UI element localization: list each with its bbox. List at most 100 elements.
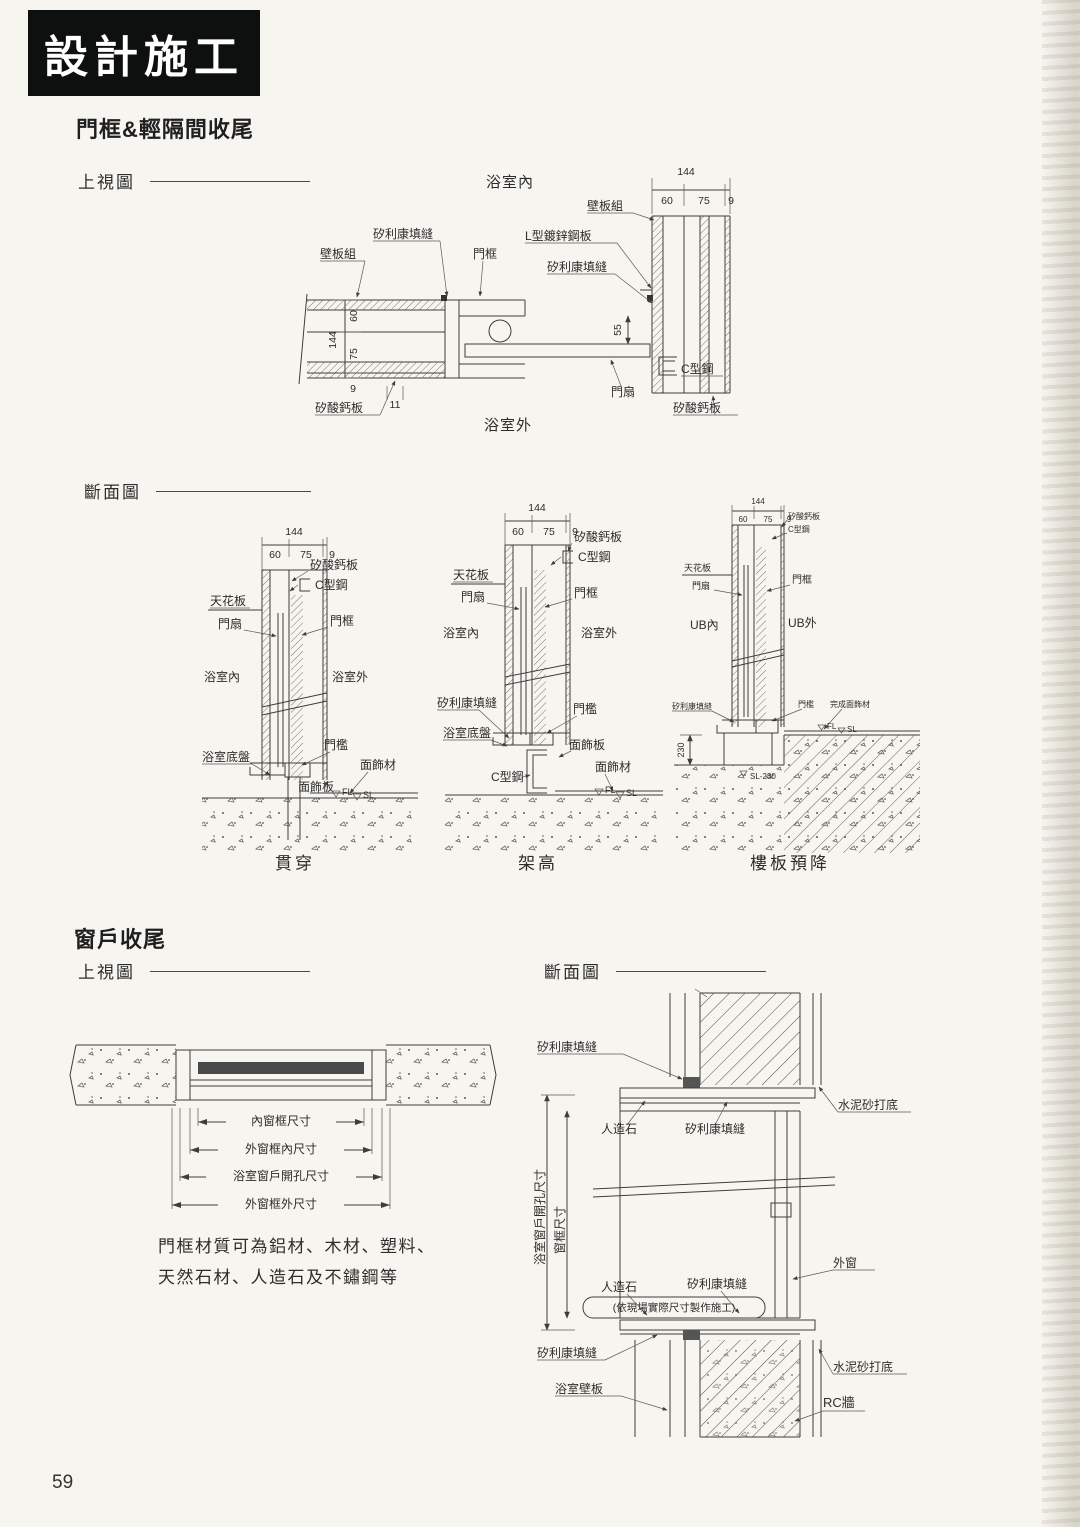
dim-144: 144 60 75 9	[504, 502, 578, 545]
label-bathroom-inside: 浴室內	[443, 625, 479, 640]
label-cement-base-top: 水泥砂打底	[838, 1097, 898, 1112]
label-bathroom-outside: 浴室外	[484, 417, 532, 434]
dim-144-tiny: 144 60 75 9	[731, 497, 792, 525]
door-section-rule	[156, 491, 311, 492]
svg-text:75: 75	[698, 195, 710, 207]
label-bathroom-outside: 浴室外	[581, 625, 617, 640]
svg-text:60: 60	[661, 195, 673, 207]
page-number: 59	[52, 1472, 74, 1493]
label-finish-surface: 完成面飾材	[830, 699, 870, 709]
label-wall-panel-right: 壁板組	[587, 198, 623, 213]
svg-text:9: 9	[329, 549, 335, 561]
label-threshold: 門檻	[573, 701, 597, 716]
svg-text:144: 144	[285, 526, 303, 538]
door-topview-rule	[150, 181, 310, 182]
label-ceiling: 天花板	[453, 567, 489, 582]
svg-text:9: 9	[728, 195, 734, 207]
window-sectionview-label: 斷面圖	[544, 963, 601, 982]
label-door-frame: 門框	[574, 586, 598, 600]
raised-floor: FL SL	[445, 732, 663, 851]
dim-144: 144 60 75 9	[261, 526, 335, 570]
label-door-leaf: 門扇	[218, 616, 242, 631]
door-section-drawing-raised: 144 60 75 9 矽酸鈣板 C型鋼 天花板	[437, 502, 663, 873]
label-threshold: 門檻	[324, 737, 348, 752]
label-calcium-left: 矽酸鈣板	[315, 400, 363, 415]
svg-text:75: 75	[300, 549, 312, 561]
svg-text:75: 75	[764, 515, 773, 524]
window-opening	[592, 1111, 836, 1318]
lowered-slab: 230 SL-230	[674, 719, 920, 853]
label-bathroom-inside: 浴室內	[204, 669, 240, 684]
dim-left-144: 144 60 75 9 11	[327, 299, 404, 411]
dim-inner-frame: 內窗框尺寸	[197, 1108, 365, 1128]
label-artificial-stone-bottom: 人造石	[601, 1280, 637, 1294]
svg-text:144: 144	[677, 166, 695, 178]
label-sl: SL	[363, 790, 374, 800]
svg-text:9: 9	[572, 526, 578, 538]
label-calcium-board: 矽酸鈣板	[574, 529, 622, 544]
section2-callouts: 矽酸鈣板 C型鋼 天花板 門扇 門框 浴室內 浴室外 矽利康填縫 門檻 浴室底盤…	[437, 529, 631, 792]
label-outer-frame-inner-dim: 外窗框內尺寸	[245, 1142, 317, 1156]
label-l-plate: L型鍍鋅鋼板	[525, 228, 592, 243]
label-sl-minus-230: SL-230	[750, 772, 776, 781]
right-wall-assembly	[651, 215, 731, 394]
label-ub-outside: UB外	[788, 616, 817, 630]
threshold-floor: FL SL	[202, 762, 418, 851]
c-steel-symbol	[658, 356, 677, 376]
label-fl: FL	[827, 722, 837, 731]
section3-callouts: 矽酸鈣板 C型鋼 天花板 門扇 門框 UB內 UB外 矽利康填縫 門檻 完成面飾…	[672, 511, 870, 734]
svg-text:55: 55	[612, 324, 624, 336]
svg-text:60: 60	[348, 310, 360, 322]
material-note-line1: 門框材質可為鋁材、木材、塑料、	[158, 1237, 436, 1256]
dim-right-144: 144 60 75 9	[651, 166, 734, 214]
label-threshold: 門檻	[798, 699, 814, 709]
window-section-title: 窗戶收尾	[74, 927, 167, 952]
svg-text:11: 11	[390, 399, 401, 411]
wall-assembly	[261, 569, 328, 780]
svg-text:144: 144	[528, 502, 546, 514]
label-ceiling: 天花板	[684, 562, 711, 573]
door-section-view-label: 斷面圖	[84, 483, 141, 502]
label-c-steel: C型鋼	[315, 578, 348, 592]
label-calcium-board: 矽酸鈣板	[788, 511, 820, 521]
rc-wall-top	[669, 988, 822, 1088]
svg-text:144: 144	[751, 497, 765, 506]
svg-text:60: 60	[269, 549, 281, 561]
left-wall-assembly	[298, 293, 445, 385]
label-sl: SL	[626, 788, 637, 798]
svg-text:9: 9	[787, 515, 792, 524]
label-c-steel-pedestal: C型鋼	[491, 770, 524, 784]
dim-opening-height: 浴室窗戶開孔尺寸	[532, 1169, 547, 1265]
window-topview-label: 上視圖	[78, 963, 135, 982]
label-wall-panel-left: 壁板組	[320, 246, 356, 261]
label-c-steel: C型鋼	[788, 524, 810, 534]
left-wall	[69, 1044, 176, 1106]
window-frame-plan	[175, 1049, 387, 1101]
material-note-line2: 天然石材、人造石及不鏽鋼等	[158, 1268, 399, 1287]
lower-callouts: 外窗 人造石 矽利康填縫 (依現場實際尺寸製作施工)	[582, 1256, 875, 1319]
svg-text:75: 75	[348, 348, 360, 360]
door-section-title: 門框&輕隔間收尾	[76, 117, 254, 142]
label-bathroom-outside: 浴室外	[332, 669, 368, 684]
door-topview-drawing: 浴室內 浴室外 144 60 75 9	[298, 166, 738, 434]
caption-lowered: 樓板預降	[750, 854, 830, 873]
label-base-pan: 浴室底盤	[202, 749, 250, 764]
label-bathroom-inside: 浴室內	[486, 174, 534, 191]
label-silicone-sill: 矽利康填縫	[687, 1276, 747, 1291]
caption-through: 貫穿	[275, 854, 315, 873]
label-silicone-mid: 矽利康填縫	[685, 1121, 745, 1136]
upper-callouts: 矽利康填縫 人造石 矽利康填縫 水泥砂打底	[537, 1039, 911, 1136]
label-door-leaf: 門扇	[461, 589, 485, 604]
door-section-drawing-through: 144 60 75 9 矽酸鈣板 C型鋼 天花板	[202, 526, 418, 873]
label-door-leaf: 門扇	[611, 384, 635, 399]
label-silicone-top: 矽利康填縫	[537, 1039, 597, 1054]
svg-text:9: 9	[350, 383, 356, 395]
page-header-banner: 設計施工	[28, 10, 260, 96]
label-opening-dim: 浴室窗戶開孔尺寸	[233, 1168, 329, 1183]
label-fl: FL	[342, 787, 353, 797]
label-silicone: 矽利康填縫	[672, 701, 712, 711]
dim-55: 55	[612, 315, 631, 345]
dim-outer-frame-inner: 外窗框內尺寸	[189, 1108, 373, 1156]
svg-text:75: 75	[543, 526, 555, 538]
label-finish-material: 面飾材	[595, 760, 631, 774]
